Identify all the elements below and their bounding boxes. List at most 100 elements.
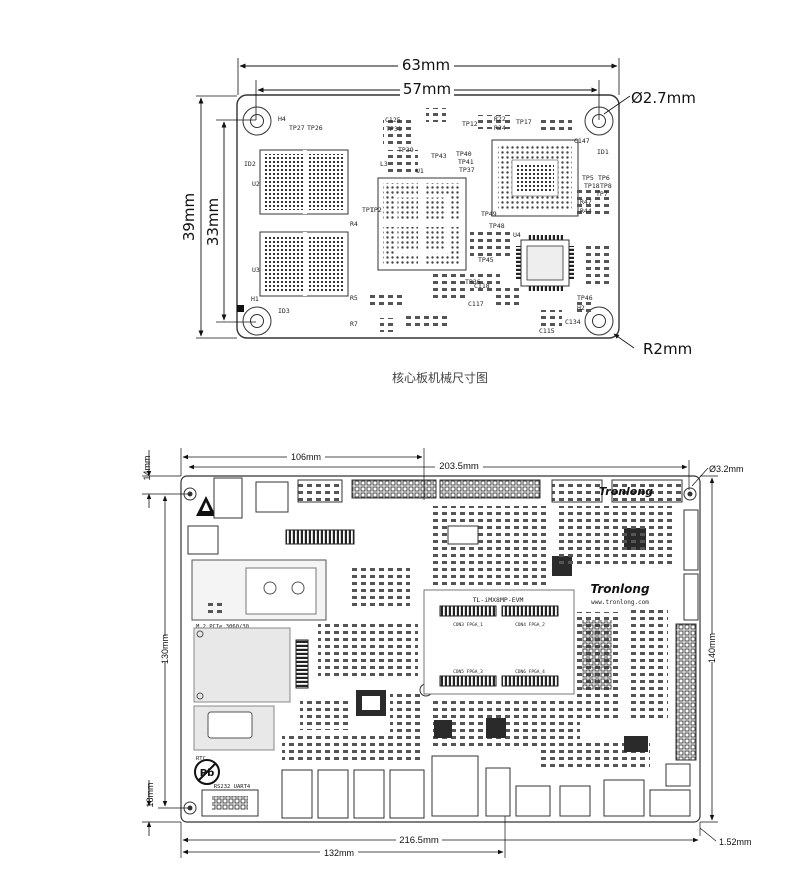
svg-text:TP18: TP18 — [584, 182, 600, 190]
svg-text:TP7: TP7 — [596, 190, 608, 198]
svg-text:TP1: TP1 — [362, 206, 374, 214]
dim-left-bottom-label: 18mm — [145, 782, 155, 807]
svg-text:U1: U1 — [416, 167, 424, 175]
emmc-bga — [491, 139, 579, 217]
svg-text:C147: C147 — [574, 137, 590, 145]
dim-left-total-label: 130mm — [160, 634, 170, 664]
svg-text:C125: C125 — [385, 116, 401, 124]
svg-text:TP40: TP40 — [456, 150, 472, 158]
board-to-board-4 — [501, 675, 559, 687]
svg-text:TP37: TP37 — [459, 166, 475, 174]
power-jack — [187, 525, 219, 555]
svg-text:H4: H4 — [278, 115, 286, 123]
esd-warning-icon — [196, 496, 216, 516]
svg-text:Pb: Pb — [200, 768, 215, 779]
svg-text:TP8: TP8 — [600, 182, 612, 190]
fpc-connector-top — [285, 529, 355, 545]
svg-text:TP48: TP48 — [489, 222, 505, 230]
svg-text:Tronlong: Tronlong — [590, 582, 649, 596]
core-board-drawing: 63mm 57mm 39mm 33mm Ø2.7mm — [180, 54, 696, 385]
dim-right-total-label: 140mm — [707, 633, 717, 663]
tronlong-logo-top: Tronlong — [599, 485, 653, 498]
top-edge-connectors — [213, 477, 683, 519]
svg-text:TP36: TP36 — [465, 278, 481, 286]
core-board-footprint: TL-iMX8MP-EVM CON3 FPGA_1 CON4 FPGA_2 CO… — [423, 589, 575, 695]
m2-label: M.2 PCIe 3060/30 — [196, 624, 249, 630]
dim-height-outer-label: 39mm — [180, 193, 198, 241]
svg-text:R24: R24 — [494, 124, 506, 132]
svg-text:CON3 FPGA_1: CON3 FPGA_1 — [453, 622, 483, 628]
svg-text:TP43: TP43 — [431, 152, 447, 160]
svg-text:TP27: TP27 — [289, 124, 305, 132]
svg-text:H2: H2 — [577, 304, 585, 312]
bottom-edge-connectors — [281, 755, 691, 819]
dim-top-left-label: 106mm — [291, 452, 321, 462]
svg-text:ID2: ID2 — [244, 160, 256, 168]
svg-text:C115: C115 — [539, 327, 555, 335]
svg-text:CON4 FPGA_2: CON4 FPGA_2 — [515, 622, 545, 628]
pmic-qfp — [516, 235, 574, 291]
svg-text:TP49: TP49 — [481, 210, 497, 218]
model-label: TL-iMX8MP-EVM — [473, 596, 524, 604]
svg-text:H1: H1 — [251, 295, 259, 303]
svg-text:CON6 FPGA_4: CON6 FPGA_4 — [515, 669, 545, 675]
dim-width-outer-label: 63mm — [402, 56, 450, 74]
svg-text:TP5: TP5 — [582, 174, 594, 182]
svg-text:R22: R22 — [494, 115, 506, 123]
core-passives — [366, 108, 610, 332]
dim-left-top-label: 14mm — [142, 455, 152, 480]
soc-bga — [377, 177, 467, 271]
dim-bottom-right-label: 1.52mm — [719, 837, 752, 847]
carrier-board-drawing: 106mm 203.5mm Ø3.2mm 14mm 130mm 18mm 140… — [142, 448, 752, 858]
svg-text:R4: R4 — [350, 220, 358, 228]
dim-top-total-label: 203.5mm — [439, 461, 479, 472]
svg-text:U4: U4 — [513, 231, 521, 239]
svg-text:TP2: TP2 — [370, 206, 382, 214]
dim-corner-radius-label: R2mm — [643, 340, 692, 358]
memory-chip-u2 — [259, 149, 349, 215]
svg-text:www.tronlong.com: www.tronlong.com — [591, 599, 649, 606]
svg-text:TP26: TP26 — [307, 124, 323, 132]
carrier-circuitry — [206, 506, 676, 770]
dim-width-inner-label: 57mm — [403, 80, 451, 98]
module-bay-1 — [193, 627, 291, 703]
dim-bottom-left-label: 132mm — [324, 848, 354, 858]
rtc-battery — [193, 705, 275, 751]
core-mounting-holes — [237, 106, 614, 336]
svg-text:TP17: TP17 — [516, 118, 532, 126]
svg-text:TP46: TP46 — [577, 294, 593, 302]
svg-text:TP6: TP6 — [598, 174, 610, 182]
board-to-board-1 — [439, 605, 497, 617]
dim-carrier-hole-label: Ø3.2mm — [709, 464, 744, 474]
svg-text:ID3: ID3 — [278, 307, 290, 315]
rs232-connector — [201, 789, 259, 817]
svg-text:TP39: TP39 — [398, 146, 414, 154]
svg-text:TP12: TP12 — [462, 120, 478, 128]
dim-bottom-mid-label: 216.5mm — [399, 835, 439, 846]
svg-text:TP41: TP41 — [458, 158, 474, 166]
svg-text:Tronlong: Tronlong — [599, 485, 653, 498]
tronlong-logo: Tronlong www.tronlong.com — [584, 576, 656, 606]
svg-text:C117: C117 — [468, 300, 484, 308]
svg-text:TP31: TP31 — [386, 125, 402, 133]
pb-free-icon: Pb — [194, 759, 220, 785]
rs232-label: RS232 UART4 — [214, 784, 251, 790]
rtc-label: RTC — [196, 756, 206, 762]
right-edge-header — [665, 509, 699, 787]
svg-text:U3: U3 — [252, 266, 260, 274]
svg-text:R7: R7 — [350, 320, 358, 328]
svg-text:ID1: ID1 — [597, 148, 609, 156]
svg-text:CON5 FPGA_3: CON5 FPGA_3 — [453, 669, 483, 675]
svg-text:L3: L3 — [380, 160, 388, 168]
board-to-board-3 — [439, 675, 497, 687]
core-silkscreen-labels: H4 TP27 TP26 ID2 U2 U3 H1 ID3 C125 TP31 … — [244, 115, 612, 335]
core-board-caption: 核心板机械尺寸图 — [392, 370, 488, 385]
svg-text:R47: R47 — [580, 198, 592, 206]
svg-text:R44: R44 — [580, 207, 592, 215]
memory-chip-u3 — [259, 231, 349, 297]
svg-text:C134: C134 — [565, 318, 581, 326]
svg-text:U2: U2 — [252, 180, 260, 188]
board-to-board-2 — [501, 605, 559, 617]
svg-text:TP45: TP45 — [478, 256, 494, 264]
